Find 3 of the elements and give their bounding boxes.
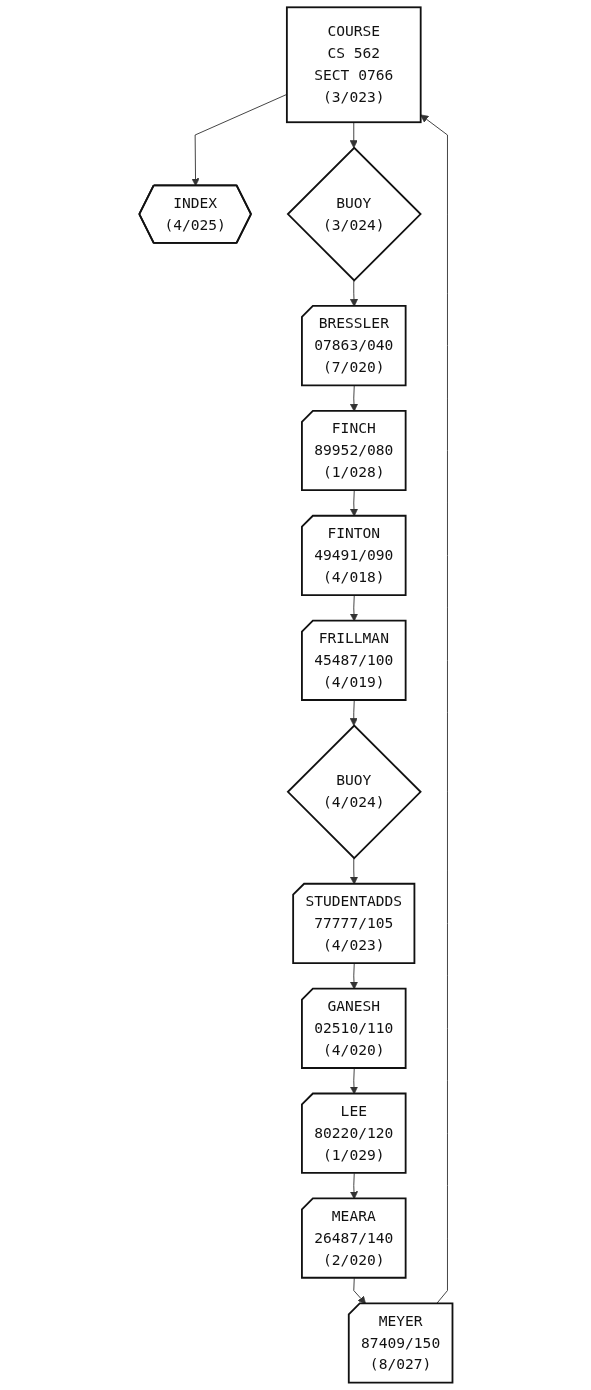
node-diamond: BUOY (4/024): [286, 724, 422, 860]
node-diamond: BUOY (3/024): [286, 146, 422, 282]
node-box: COURSE CS 562 SECT 0766 (3/023): [285, 6, 422, 124]
